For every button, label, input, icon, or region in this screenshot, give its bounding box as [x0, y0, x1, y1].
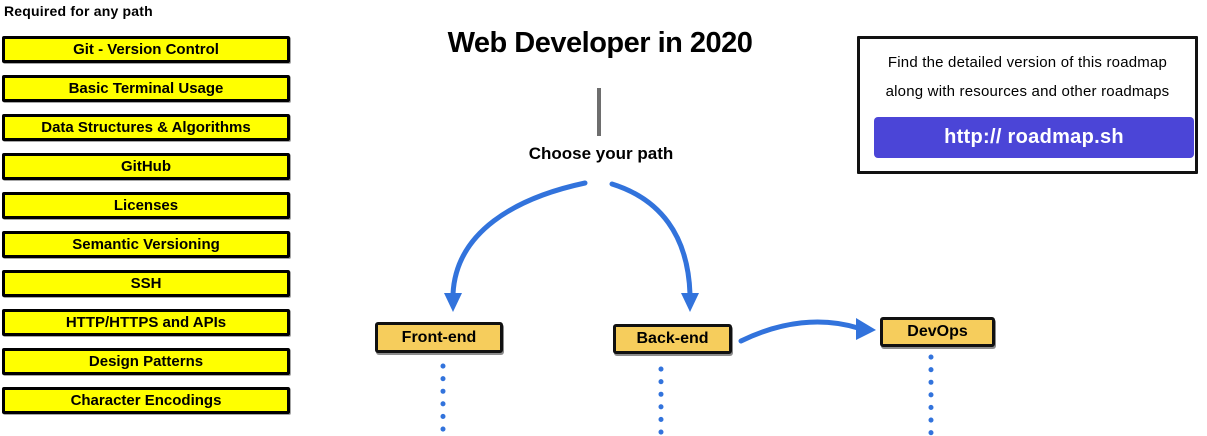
info-text-line2: along with resources and other roadmaps — [885, 83, 1170, 100]
node-back-end: Back-end — [613, 324, 732, 354]
arrow-to-backend — [609, 181, 693, 297]
topic-http-https-apis: HTTP/HTTPS and APIs — [2, 309, 290, 336]
arrow-to-frontend — [450, 180, 588, 297]
topic-data-structures-algorithms: Data Structures & Algorithms — [2, 114, 290, 141]
required-topics-panel: Required for any path Git - Version Cont… — [2, 3, 290, 426]
node-front-end: Front-end — [375, 322, 503, 353]
topic-basic-terminal-usage: Basic Terminal Usage — [2, 75, 290, 102]
arrowhead-devops — [856, 318, 876, 340]
topic-github: GitHub — [2, 153, 290, 180]
node-devops: DevOps — [880, 317, 995, 347]
arrow-backend-to-devops — [738, 319, 861, 344]
info-text-line1: Find the detailed version of this roadma… — [887, 54, 1168, 71]
arrowhead-frontend — [444, 293, 462, 312]
topic-semantic-versioning: Semantic Versioning — [2, 231, 290, 258]
topic-character-encodings: Character Encodings — [2, 387, 290, 414]
roadmap-info-box: Find the detailed version of this roadma… — [857, 36, 1198, 174]
topic-ssh: SSH — [2, 270, 290, 297]
choose-path-label: Choose your path — [528, 144, 674, 163]
topic-design-patterns: Design Patterns — [2, 348, 290, 375]
page-title: Web Developer in 2020 — [447, 27, 753, 59]
arrowhead-backend — [681, 293, 699, 312]
required-topics-heading: Required for any path — [4, 3, 153, 19]
roadmap-url-button[interactable]: http:// roadmap.sh — [874, 117, 1194, 158]
topic-git-version-control: Git - Version Control — [2, 36, 290, 63]
topic-licenses: Licenses — [2, 192, 290, 219]
